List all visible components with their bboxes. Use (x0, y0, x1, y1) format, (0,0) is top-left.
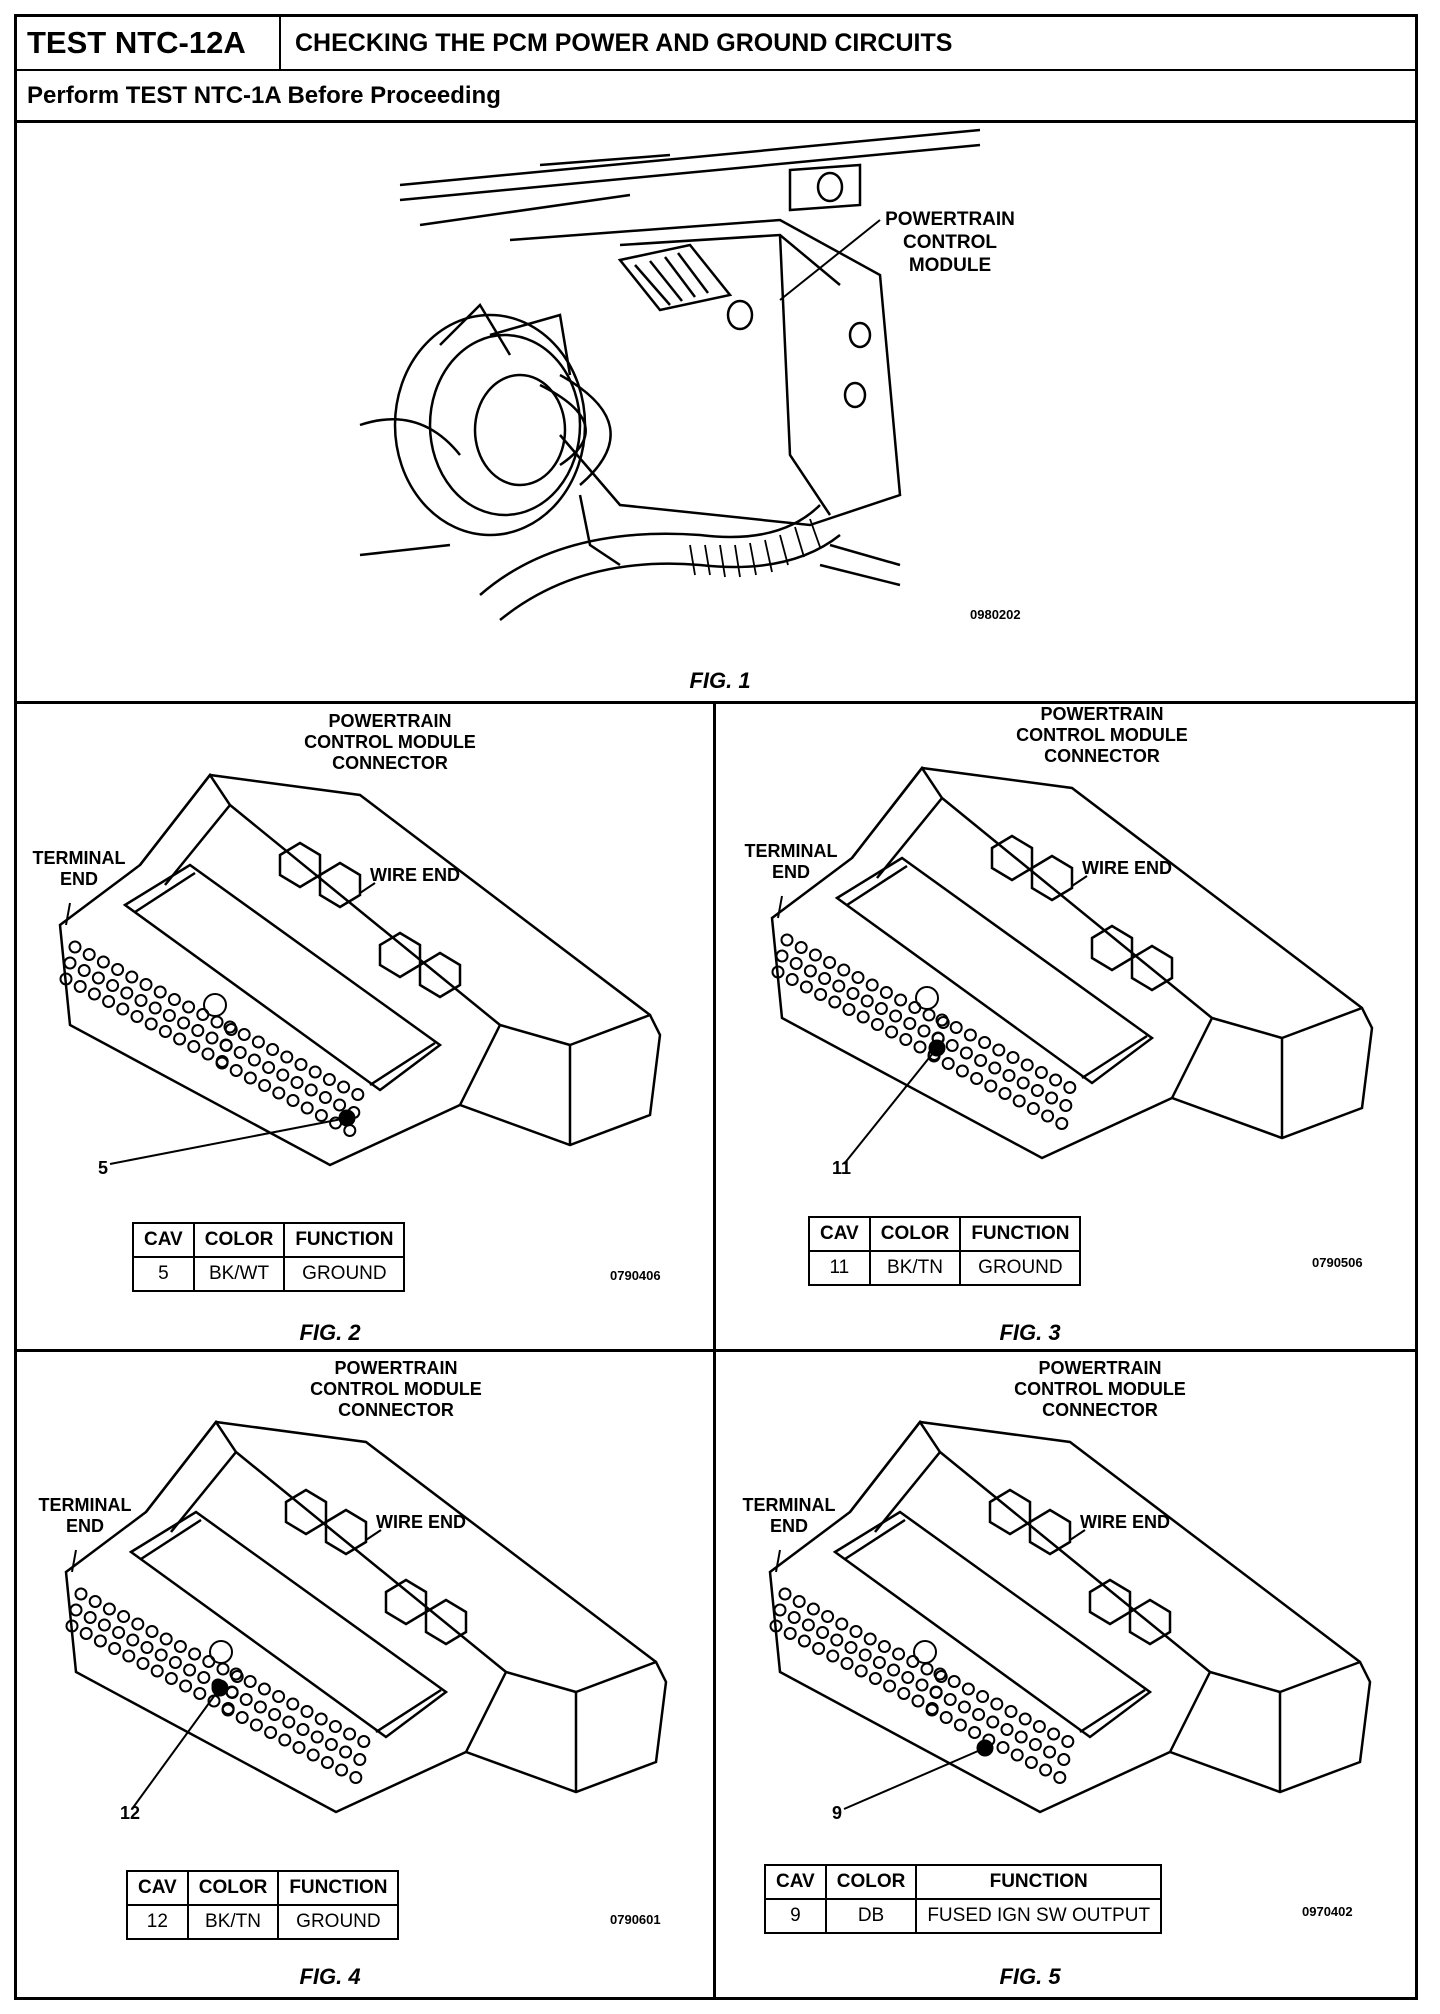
prerequisite-note: Perform TEST NTC-1A Before Proceeding (17, 71, 1415, 123)
label-line: END (59, 869, 98, 889)
label-line: TERMINAL (38, 1495, 132, 1515)
connector-illustration (770, 765, 1374, 1165)
pcm-callout: POWERTRAIN CONTROL MODULE (880, 208, 1020, 277)
table-cell: GROUND (959, 1250, 1082, 1286)
table-cell: 9 (764, 1898, 827, 1934)
pin-number-label: 11 (832, 1158, 852, 1178)
test-id: TEST NTC-12A (17, 17, 281, 69)
table-header: FUNCTION (915, 1864, 1163, 1900)
title-line: POWERTRAIN (1040, 704, 1164, 724)
connector-illustration (768, 1419, 1372, 1814)
divider (17, 701, 1415, 704)
wire-end-label: WIRE END (1082, 858, 1172, 878)
table-header: CAV (764, 1864, 827, 1900)
title-line: POWERTRAIN (328, 711, 452, 731)
title-line: POWERTRAIN (1038, 1358, 1162, 1378)
table-cell: GROUND (283, 1256, 406, 1292)
table-header: COLOR (868, 1216, 962, 1252)
divider (17, 1349, 1415, 1352)
table-header: CAV (808, 1216, 871, 1252)
title-line: CONTROL MODULE (1014, 1379, 1186, 1399)
wire-end-label: WIRE END (370, 865, 460, 885)
label-line: END (771, 862, 810, 882)
callout-line: POWERTRAIN (885, 209, 1015, 230)
wire-end-label: WIRE END (376, 1512, 466, 1532)
title-line: CONNECTOR (338, 1400, 454, 1420)
drawing-code: 0790406 (610, 1268, 661, 1283)
table-header: FUNCTION (283, 1222, 406, 1258)
figure-caption: FIG. 1 (689, 668, 751, 693)
title-line: CONTROL MODULE (310, 1379, 482, 1399)
pin-number-label: 5 (98, 1158, 109, 1178)
table-header: COLOR (824, 1864, 918, 1900)
drawing-code: 0790506 (1312, 1255, 1363, 1270)
title-line: CONTROL MODULE (304, 732, 476, 752)
label-line: TERMINAL (742, 1495, 836, 1515)
pcm-location-illustration (359, 128, 981, 621)
test-title: CHECKING THE PCM POWER AND GROUND CIRCUI… (295, 29, 953, 57)
callout-line: CONTROL (903, 232, 997, 253)
header-row: TEST NTC-12A CHECKING THE PCM POWER AND … (17, 17, 1415, 71)
label-line: TERMINAL (32, 848, 126, 868)
table-cell: FUSED IGN SW OUTPUT (915, 1898, 1163, 1934)
label-line: TERMINAL (744, 841, 838, 861)
figure-caption: FIG. 2 (299, 1320, 361, 1345)
table-cell: GROUND (277, 1904, 400, 1940)
table-cell: BK/TN (868, 1250, 962, 1286)
pin-number-label: 12 (120, 1803, 141, 1823)
title-line: CONNECTOR (1044, 746, 1160, 766)
label-line: END (65, 1516, 104, 1536)
title-line: CONTROL MODULE (1016, 725, 1188, 745)
title-line: POWERTRAIN (334, 1358, 458, 1378)
connector-illustration (64, 1419, 668, 1814)
figure-caption: FIG. 4 (299, 1964, 361, 1989)
connector-illustration (58, 772, 662, 1167)
label-line: END (769, 1516, 808, 1536)
title-line: CONNECTOR (332, 753, 448, 773)
test-sheet: TEST NTC-12A CHECKING THE PCM POWER AND … (14, 14, 1418, 2000)
pin-number-label: 9 (832, 1803, 843, 1823)
table-cell: BK/TN (186, 1904, 280, 1940)
table-header: COLOR (192, 1222, 286, 1258)
table-header: FUNCTION (277, 1870, 400, 1906)
divider (713, 701, 716, 1997)
figure-caption: FIG. 3 (999, 1320, 1061, 1345)
table-cell: 11 (808, 1250, 871, 1286)
drawing-code: 0790601 (610, 1912, 661, 1927)
table-cell: BK/WT (192, 1256, 286, 1292)
drawing-code: 0970402 (1302, 1904, 1353, 1919)
callout-line: MODULE (908, 255, 992, 276)
table-cell: 12 (126, 1904, 189, 1940)
table-cell: DB (824, 1898, 918, 1934)
table-header: COLOR (186, 1870, 280, 1906)
figure-caption: FIG. 5 (999, 1964, 1061, 1989)
table-header: FUNCTION (959, 1216, 1082, 1252)
title-line: CONNECTOR (1042, 1400, 1158, 1420)
table-cell: 5 (132, 1256, 195, 1292)
table-header: CAV (132, 1222, 195, 1258)
wire-end-label: WIRE END (1080, 1512, 1170, 1532)
table-header: CAV (126, 1870, 189, 1906)
drawing-code: 0980202 (970, 607, 1021, 622)
